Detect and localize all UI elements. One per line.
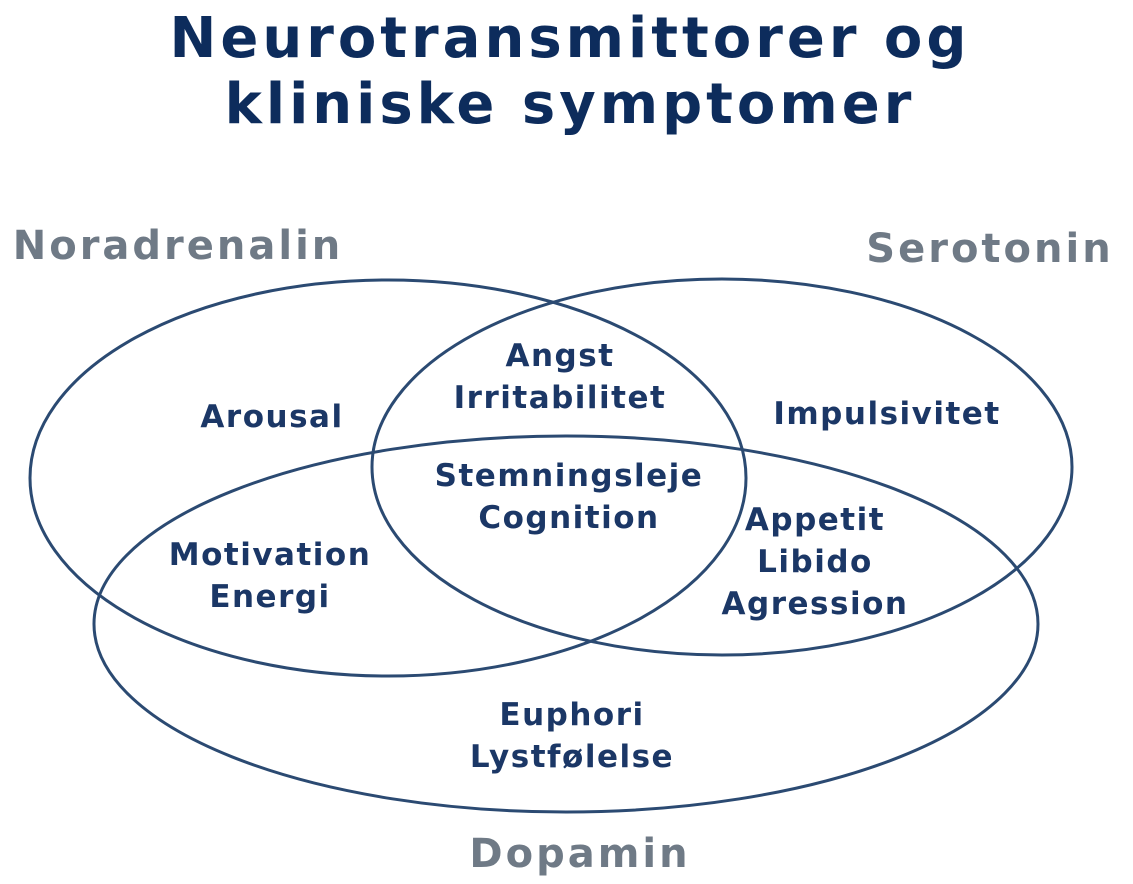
ellipse-dopamin: [92, 434, 1040, 814]
region-line: Euphori: [499, 697, 644, 733]
region-noradrenalin-only: Arousal: [200, 399, 343, 435]
set-label-serotonin: Serotonin: [866, 226, 1113, 272]
region-line: Energi: [209, 579, 330, 615]
title-line-2: kliniske symptomer: [225, 72, 916, 137]
region-line: Stemningsleje: [435, 458, 704, 494]
region-line: Appetit: [745, 502, 885, 538]
ellipse-serotonin: [370, 277, 1074, 657]
region-line: Cognition: [478, 500, 659, 536]
region-line: Irritabilitet: [454, 380, 667, 416]
region-line: Impulsivitet: [773, 396, 1000, 432]
region-line: Libido: [757, 544, 873, 580]
region-line: Agression: [722, 586, 909, 622]
ellipse-noradrenalin: [28, 278, 748, 678]
region-line: Lystfølelse: [470, 739, 674, 775]
region-line: Arousal: [200, 399, 343, 435]
region-serotonin-only: Impulsivitet: [773, 396, 1000, 432]
set-label-dopamin: Dopamin: [469, 831, 690, 877]
region-line: Angst: [505, 338, 614, 374]
title-line-1: Neurotransmittorer og: [169, 6, 970, 71]
region-line: Motivation: [169, 537, 372, 573]
set-label-noradrenalin: Noradrenalin: [13, 223, 344, 269]
